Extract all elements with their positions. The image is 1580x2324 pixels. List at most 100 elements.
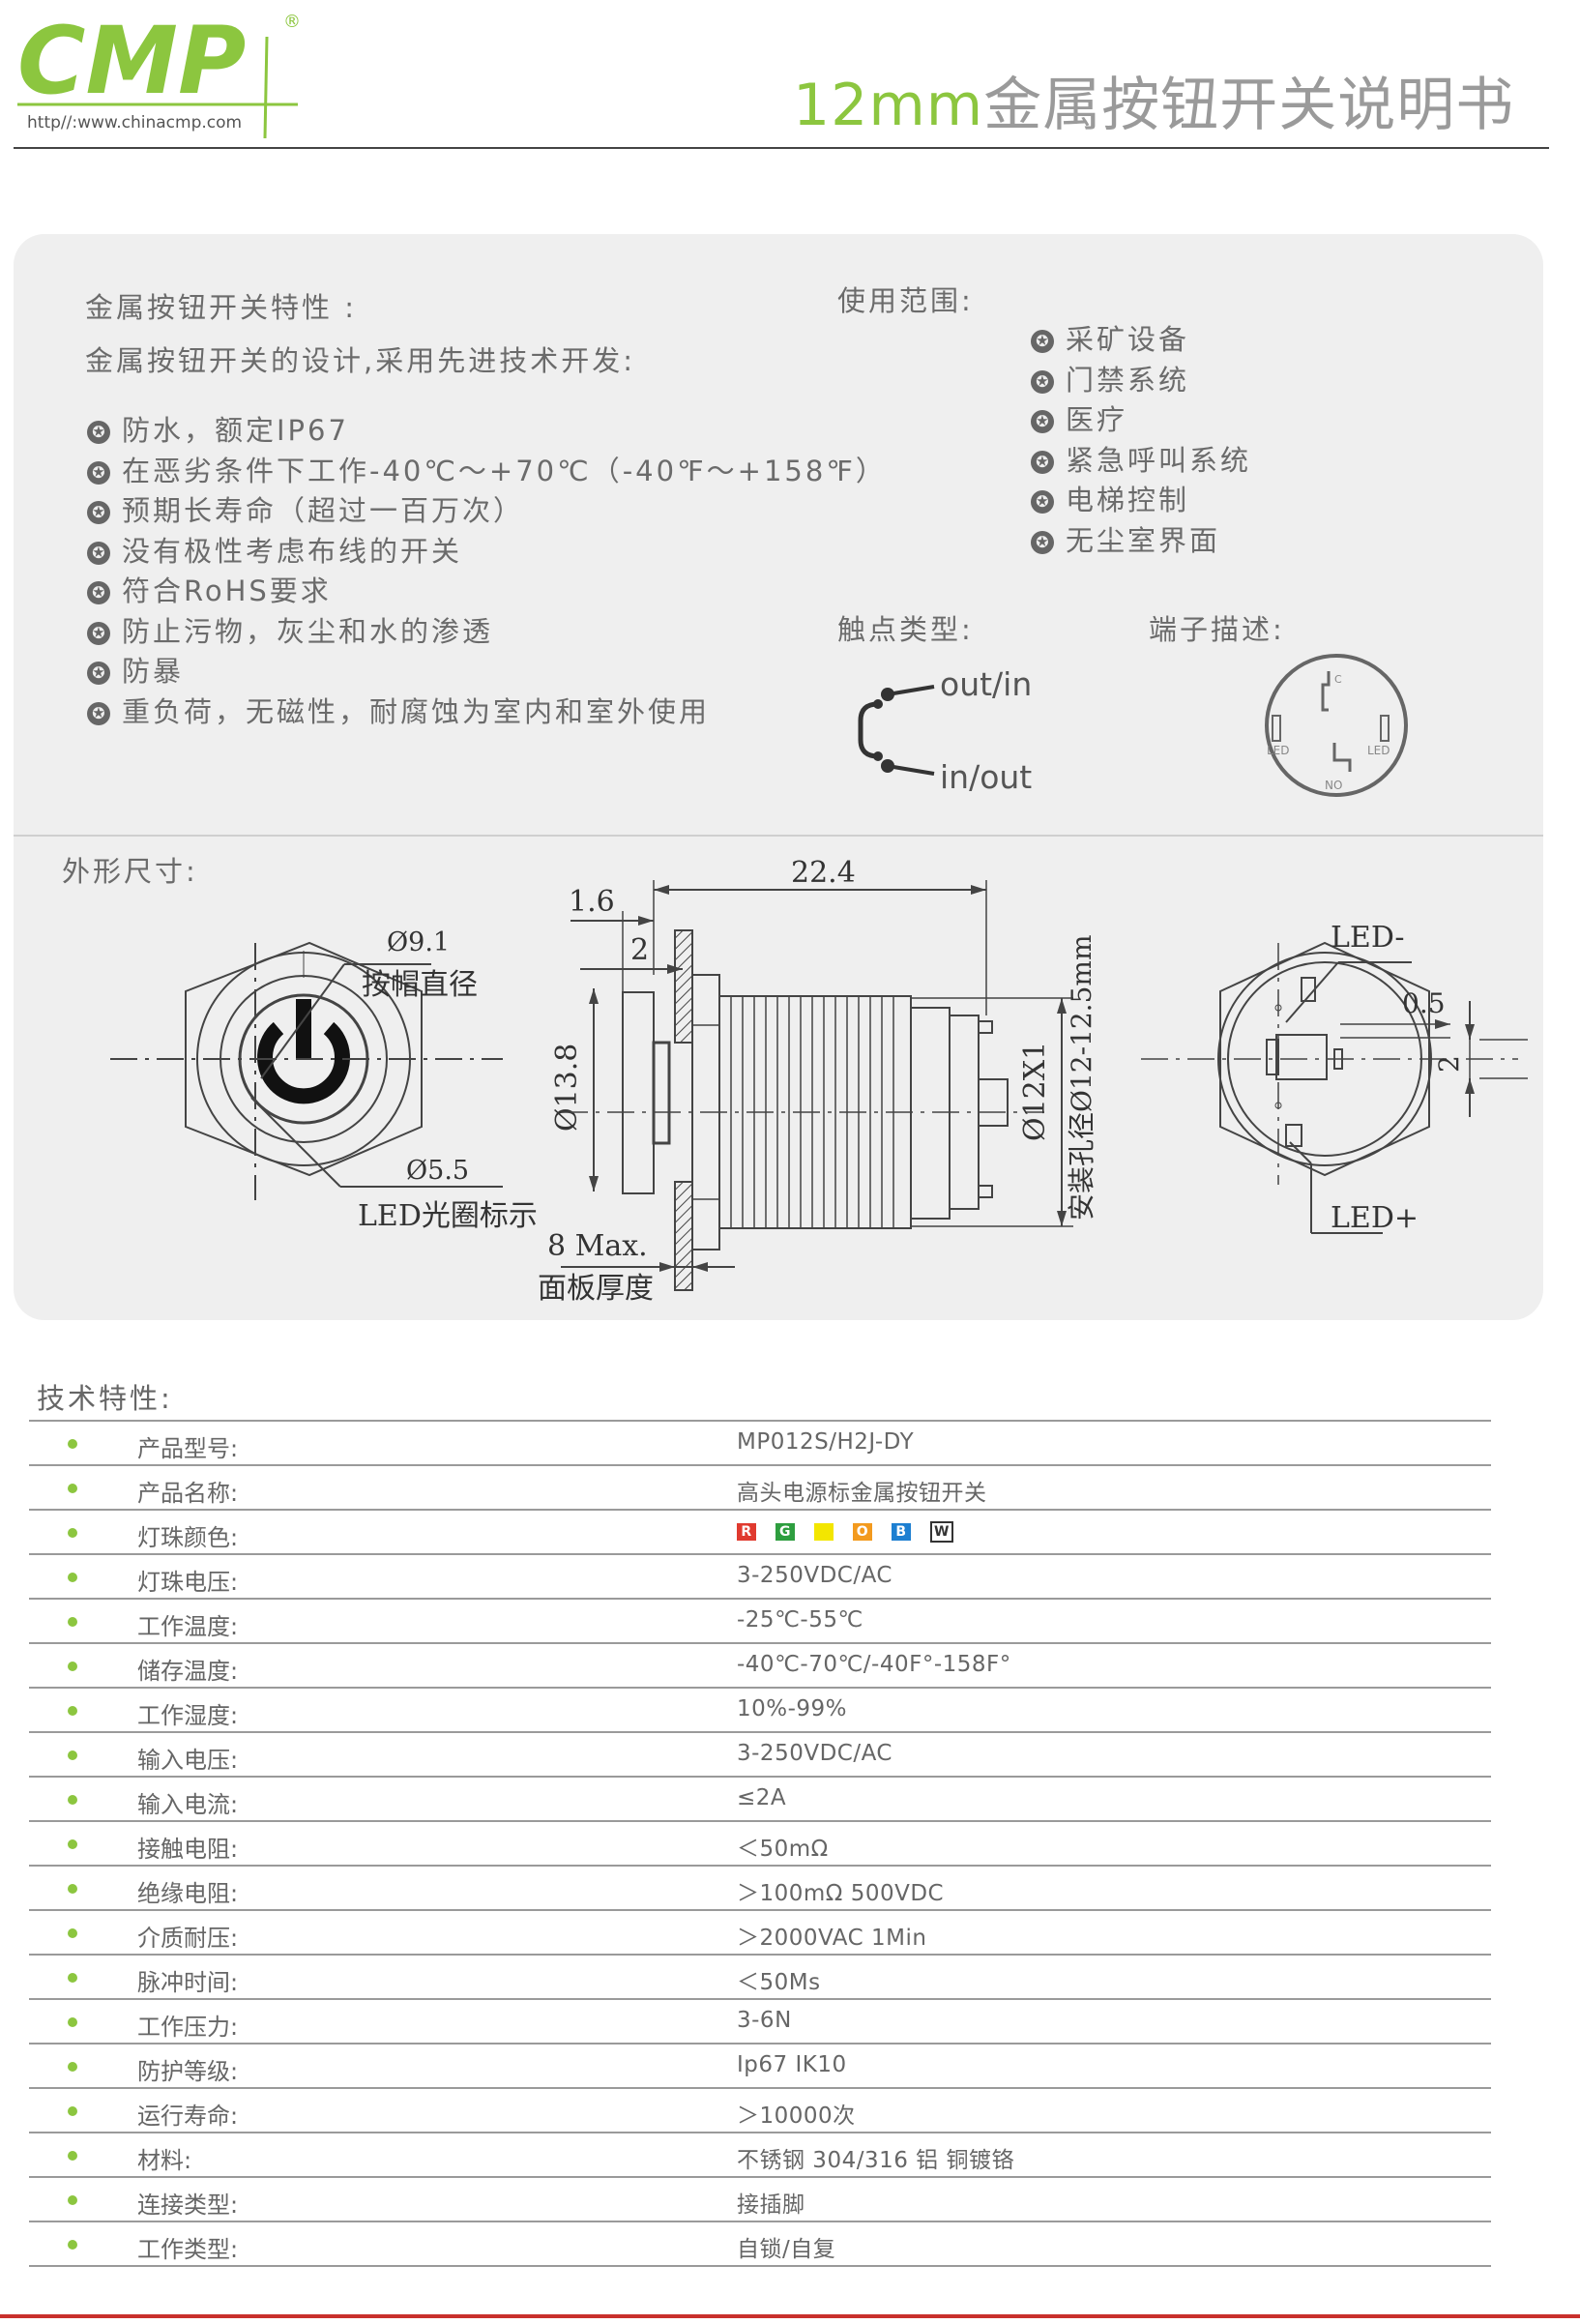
spec-value: 3-6N [737, 2008, 792, 2033]
pin-width-dimension: 2 [1433, 1055, 1465, 1073]
table-row: 工作压力: 3-6N [29, 2000, 1491, 2045]
contact-heading: 触点类型: [837, 613, 974, 646]
dimensions-heading: 外形尺寸: [62, 855, 198, 888]
terminal-heading: 端子描述: [1149, 613, 1285, 646]
application-item: ✪医疗 [1031, 397, 1251, 438]
bullet-dot-icon [68, 1662, 77, 1671]
title-prefix: 12mm [793, 72, 984, 139]
spec-label: 灯珠电压: [137, 1569, 239, 1596]
table-row: 连接类型:接插脚 [29, 2178, 1491, 2222]
spec-label: 储存温度: [137, 1658, 239, 1685]
bullet-dot-icon [68, 1484, 77, 1493]
bullet-dot-icon [68, 2151, 77, 2161]
spec-label: 工作湿度: [137, 1702, 239, 1729]
bullet-dot-icon [68, 1439, 77, 1449]
bullet-dot-icon [68, 1617, 77, 1627]
bezel-diameter: Ø13.8 [550, 1044, 584, 1132]
application-item: ✪采矿设备 [1031, 317, 1251, 358]
feature-item: ✪没有极性考虑布线的开关 [87, 529, 887, 570]
logo-url: http//:www.chinacmp.com [27, 113, 242, 132]
contact-symbol-icon [858, 685, 935, 776]
bullet-dot-icon [68, 1839, 77, 1849]
star-icon: ✪ [87, 662, 110, 685]
thread-dimension: Ø12X1 [1018, 1042, 1052, 1141]
feature-item: ✪预期长寿命（超过一百万次） [87, 488, 887, 529]
spec-value: 10%-99% [737, 1696, 848, 1721]
star-icon: ✪ [1031, 410, 1054, 433]
applications-list: ✪采矿设备 ✪门禁系统 ✪医疗 ✪紧急呼叫系统 ✪电梯控制 ✪无尘室界面 [1031, 317, 1251, 558]
application-item: ✪紧急呼叫系统 [1031, 438, 1251, 479]
terminal-label-led-right: LED [1367, 744, 1390, 757]
star-icon: ✪ [1031, 369, 1054, 394]
spec-value: ＞10000次 [737, 2103, 856, 2129]
spec-value: ＞2000VAC 1Min [737, 1926, 927, 1951]
spec-label: 防护等级: [137, 2058, 239, 2085]
bullet-dot-icon [68, 2017, 77, 2027]
led-plus-label: LED+ [1331, 1201, 1419, 1235]
feature-item: ✪防止污物，灰尘和水的渗透 [87, 609, 887, 650]
feature-item: ✪防水，额定IP67 [87, 408, 887, 449]
spec-label: 脉冲时间: [137, 1969, 239, 1996]
flange-dimension: 2 [630, 933, 649, 967]
feature-item: ✪在恶劣条件下工作-40℃～+70℃（-40℉～+158℉） [87, 449, 887, 489]
table-row: 输入电压:3-250VDC/AC [29, 1733, 1491, 1778]
spec-value: MP012S/H2J-DY [737, 1429, 915, 1455]
table-row: 工作类型:自锁/自复 [29, 2222, 1491, 2267]
spec-value: ≤2A [737, 1785, 787, 1810]
cap-diameter: Ø9.1 [387, 927, 450, 957]
feature-item: ✪防暴 [87, 649, 887, 690]
mounting-hole: 安装孔径Ø12-12.5mm [1066, 935, 1097, 1221]
terminal-label-c: C [1334, 673, 1342, 686]
application-item: ✪电梯控制 [1031, 478, 1251, 518]
panel-max: 8 Max. [547, 1229, 648, 1263]
led-color-chip: W [930, 1520, 953, 1543]
table-row: 储存温度:-40℃-70℃/-40F°-158F° [29, 1644, 1491, 1689]
spec-label: 工作压力: [137, 2014, 239, 2041]
applications-heading: 使用范围: [837, 284, 974, 317]
star-icon: ✪ [1031, 330, 1054, 353]
bullet-dot-icon [68, 2062, 77, 2072]
table-row: 工作温度: -25℃-55℃ [29, 1600, 1491, 1644]
spec-label: 材料: [137, 2147, 192, 2174]
table-row: 工作湿度: 10%-99% [29, 1689, 1491, 1733]
led-color-chip: B [892, 1522, 911, 1541]
features-heading: 金属按钮开关特性 : [85, 291, 357, 324]
specs-heading: 技术特性: [37, 1382, 173, 1415]
spec-value: -25℃-55℃ [737, 1607, 863, 1633]
led-color-chip: O [853, 1522, 872, 1541]
panel-divider [14, 835, 1543, 837]
table-row: 输入电流: ≤2A [29, 1778, 1491, 1822]
star-icon: ✪ [1031, 530, 1054, 554]
bullet-dot-icon [68, 2106, 77, 2116]
led-minus-label: LED- [1331, 921, 1405, 955]
bullet-dot-icon [68, 1528, 77, 1538]
star-icon: ✪ [87, 501, 110, 524]
table-row: 脉冲时间:＜50Ms [29, 1956, 1491, 2000]
spec-label: 介质耐压: [137, 1925, 239, 1952]
table-row: 运行寿命:＞10000次 [29, 2089, 1491, 2133]
footer-rule [0, 2314, 1580, 2318]
bullet-dot-icon [68, 1706, 77, 1716]
title-cn: 金属按钮开关说明书 [983, 72, 1515, 139]
cmp-logo: CMP ® http//:www.chinacmp.com [17, 8, 301, 139]
rear-view-drawing: LED- LED+ 0.5 2 [1141, 921, 1528, 1235]
spec-label: 工作温度: [137, 1613, 239, 1640]
feature-item: ✪重负荷，无磁性，耐腐蚀为室内和室外使用 [87, 690, 887, 730]
bullet-dot-icon [68, 1884, 77, 1894]
header-rule [14, 147, 1549, 149]
star-icon: ✪ [87, 701, 110, 725]
spec-value: 自锁/自复 [737, 2237, 836, 2262]
bullet-dot-icon [68, 1573, 77, 1582]
star-icon: ✪ [87, 621, 110, 645]
spec-value: 接插脚 [737, 2192, 805, 2218]
spec-label: 输入电流: [137, 1791, 239, 1818]
length-dimension: 22.4 [791, 856, 856, 890]
features-panel [14, 234, 1543, 836]
terminal-label-led-left: LED [1267, 744, 1290, 757]
spec-label: 输入电压: [137, 1747, 239, 1774]
star-icon: ✪ [1031, 450, 1054, 474]
bullet-dot-icon [68, 1750, 77, 1760]
ring-diameter-label: LED光圈标示 [358, 1199, 538, 1233]
table-row: 绝缘电阻:＞100mΩ 500VDC [29, 1867, 1491, 1911]
